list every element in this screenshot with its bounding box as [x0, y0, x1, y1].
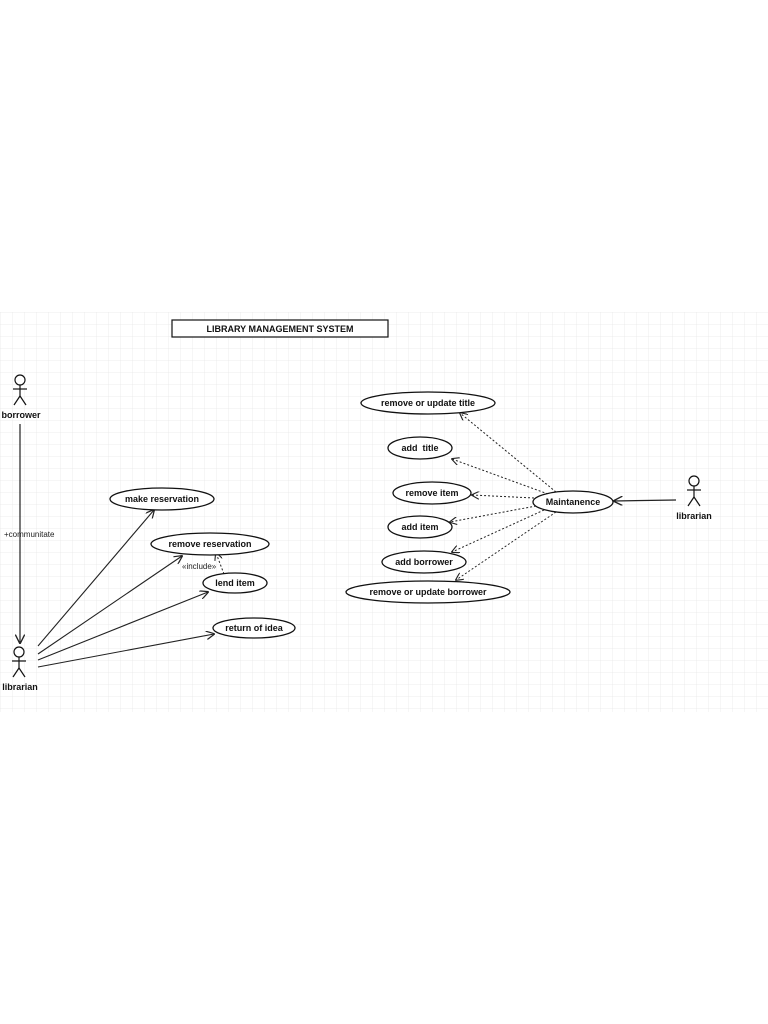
use-case-remove-or-update-borrower[interactable]: remove or update borrower: [345, 580, 511, 604]
assoc-lend-item: [37, 592, 208, 661]
use-case-make-reservation-label: make reservation: [125, 494, 199, 504]
librarian-right-label: librarian: [676, 511, 712, 521]
assoc-make-reservation: [37, 510, 154, 647]
use-case-remove-item-label: remove item: [405, 488, 458, 498]
use-case-make-reservation[interactable]: make reservation: [109, 487, 215, 511]
use-case-add-borrower[interactable]: add borrower: [381, 550, 467, 574]
use-case-add-borrower-label: add borrower: [395, 557, 453, 567]
use-case-lend-item-label: lend item: [215, 578, 255, 588]
use-case-remove-reservation-label: remove reservation: [168, 539, 251, 549]
use-case-remove-item[interactable]: remove item: [392, 481, 472, 505]
left-librarian-associations: [37, 510, 214, 668]
librarian-right-actor: [687, 475, 701, 507]
use-case-add-title[interactable]: add title: [387, 436, 453, 460]
diagram-grid-background: [0, 312, 768, 712]
use-case-return-of-idea-label: return of idea: [225, 623, 284, 633]
use-case-remove-or-update-borrower-label: remove or update borrower: [369, 587, 487, 597]
dep-remove-or-update-borrower: [456, 511, 557, 580]
assoc-remove-reservation: [37, 556, 182, 655]
communicate-label: +communitate: [4, 530, 55, 539]
maintanence-dependencies: [450, 413, 557, 580]
dep-remove-or-update-title: [460, 413, 557, 493]
dep-add-item: [450, 505, 537, 522]
use-case-add-item[interactable]: add item: [387, 515, 453, 539]
borrower-label: borrower: [1, 410, 41, 420]
system-title: LIBRARY MANAGEMENT SYSTEM: [206, 324, 353, 334]
use-case-maintanence[interactable]: Maintanence: [532, 490, 614, 514]
librarian-left-actor: [12, 646, 26, 678]
system-title-box: LIBRARY MANAGEMENT SYSTEM: [171, 319, 389, 338]
dep-add-title: [452, 459, 549, 495]
use-case-maintanence-label: Maintanence: [546, 497, 601, 507]
use-case-return-of-idea[interactable]: return of idea: [212, 617, 296, 639]
use-case-remove-reservation[interactable]: remove reservation: [150, 532, 270, 556]
use-case-remove-or-update-title[interactable]: remove or update title: [360, 391, 496, 415]
use-case-add-title-label: add title: [401, 443, 438, 453]
use-case-add-item-label: add item: [401, 522, 438, 532]
librarian-left-label: librarian: [2, 682, 38, 692]
use-case-lend-item[interactable]: lend item: [202, 572, 268, 594]
assoc-maintanence: [614, 500, 677, 501]
include-label: «include»: [182, 562, 217, 571]
assoc-return-of-idea: [37, 634, 214, 668]
use-case-remove-or-update-title-label: remove or update title: [381, 398, 475, 408]
borrower-actor: [13, 374, 27, 406]
dep-add-borrower: [452, 509, 545, 552]
